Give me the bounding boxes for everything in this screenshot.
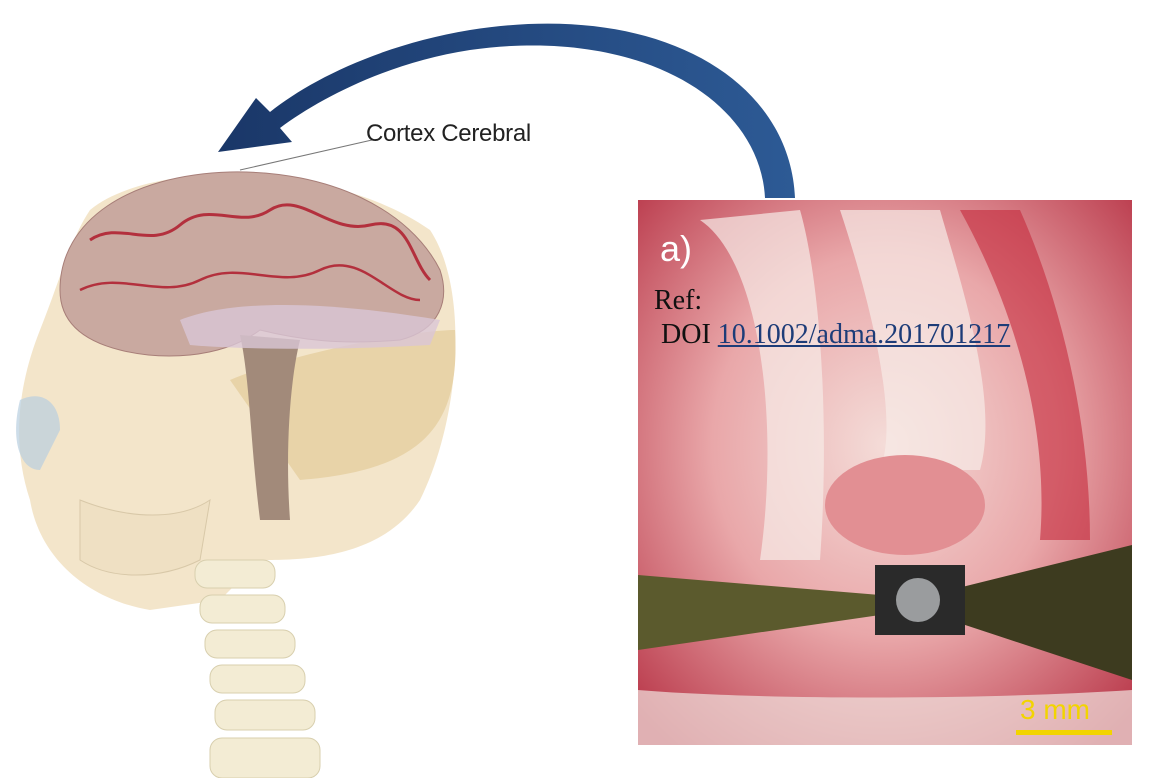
panel-letter: a): [660, 228, 693, 269]
curved-arrow-icon: [218, 23, 795, 198]
reference-title: Ref:: [654, 285, 703, 316]
scale-bar-label: 3 mm: [1020, 694, 1090, 725]
surgical-photo: [638, 200, 1132, 745]
spine-illustration: [194, 559, 321, 778]
reference-block: Ref: DOI 10.1002/adma.201701217: [654, 284, 1010, 352]
doi-prefix: DOI: [661, 319, 711, 350]
scale-bar: [1016, 730, 1112, 735]
cortex-cerebral-label: Cortex Cerebral: [366, 120, 531, 147]
doi-line: DOI 10.1002/adma.201701217: [654, 318, 1010, 352]
label-leader-line: [239, 139, 373, 171]
brain-model-illustration: [59, 171, 445, 520]
doi-link[interactable]: 10.1002/adma.201701217: [717, 319, 1011, 350]
